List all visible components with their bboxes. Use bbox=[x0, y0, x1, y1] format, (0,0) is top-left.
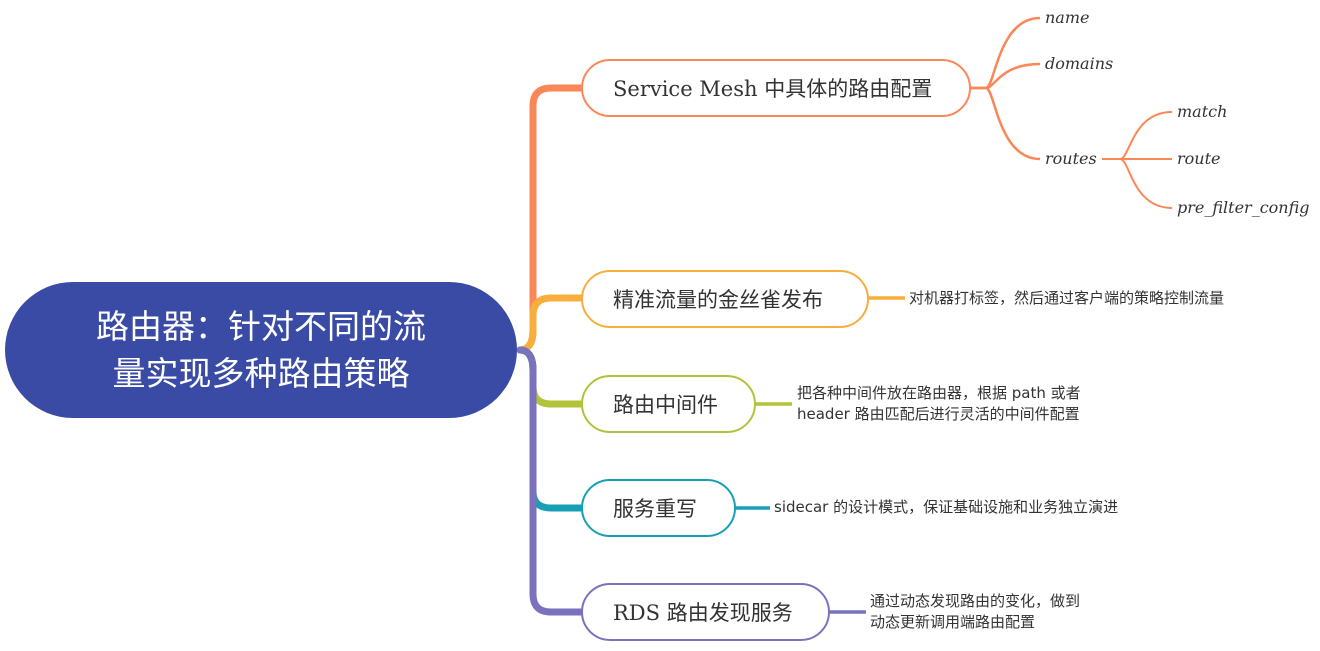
note-line: 动态更新调用端路由配置 bbox=[870, 613, 1036, 631]
branch-middleware[interactable]: 路由中间件 bbox=[581, 375, 756, 433]
root-line-2: 量实现多种路由策略 bbox=[112, 354, 410, 393]
link-domains bbox=[970, 62, 1041, 90]
trunk-teal bbox=[516, 346, 585, 512]
leaf-pre-filter-config[interactable]: pre_filter_config bbox=[1177, 198, 1310, 217]
trunk-orange bbox=[516, 84, 585, 354]
branch-label: 精准流量的金丝雀发布 bbox=[613, 288, 823, 312]
note-rewrite[interactable]: sidecar 的设计模式，保证基础设施和业务独立演进 bbox=[774, 498, 1119, 516]
link-routes bbox=[970, 86, 1041, 161]
branch-label: 路由中间件 bbox=[613, 393, 718, 417]
leaf-match[interactable]: match bbox=[1177, 102, 1228, 121]
note-middleware[interactable]: 把各种中间件放在路由器，根据 path 或者 header 路由匹配后进行灵活的… bbox=[797, 383, 1081, 425]
branch-canary[interactable]: 精准流量的金丝雀发布 bbox=[581, 270, 869, 328]
leaf-domains[interactable]: domains bbox=[1045, 54, 1114, 73]
link-prefilter bbox=[1119, 158, 1173, 209]
branch-rds[interactable]: RDS 路由发现服务 bbox=[581, 583, 830, 641]
branch-rewrite[interactable]: 服务重写 bbox=[581, 479, 736, 537]
trunk-purple bbox=[516, 346, 585, 616]
note-canary[interactable]: 对机器打标签，然后通过客户端的策略控制流量 bbox=[909, 289, 1225, 307]
branch-service-mesh[interactable]: Service Mesh 中具体的路由配置 bbox=[581, 59, 971, 117]
branch-label: RDS 路由发现服务 bbox=[613, 601, 793, 625]
root-line-1: 路由器：针对不同的流 bbox=[96, 307, 426, 346]
leaf-name[interactable]: name bbox=[1045, 8, 1090, 27]
note-line: 通过动态发现路由的变化，做到 bbox=[870, 592, 1081, 610]
branch-label: Service Mesh 中具体的路由配置 bbox=[613, 77, 933, 101]
branch-label: 服务重写 bbox=[613, 497, 697, 521]
root-topic[interactable]: 路由器：针对不同的流 量实现多种路由策略 bbox=[5, 282, 517, 418]
link-name bbox=[970, 16, 1041, 90]
leaf-route[interactable]: route bbox=[1177, 149, 1221, 168]
leaf-routes[interactable]: routes bbox=[1045, 149, 1097, 168]
note-rds[interactable]: 通过动态发现路由的变化，做到 动态更新调用端路由配置 bbox=[870, 591, 1080, 633]
trunk-yellow bbox=[516, 294, 585, 354]
link-match bbox=[1119, 111, 1173, 160]
note-line: 把各种中间件放在路由器，根据 path 或者 bbox=[797, 384, 1081, 402]
note-line: header 路由匹配后进行灵活的中间件配置 bbox=[797, 405, 1080, 423]
